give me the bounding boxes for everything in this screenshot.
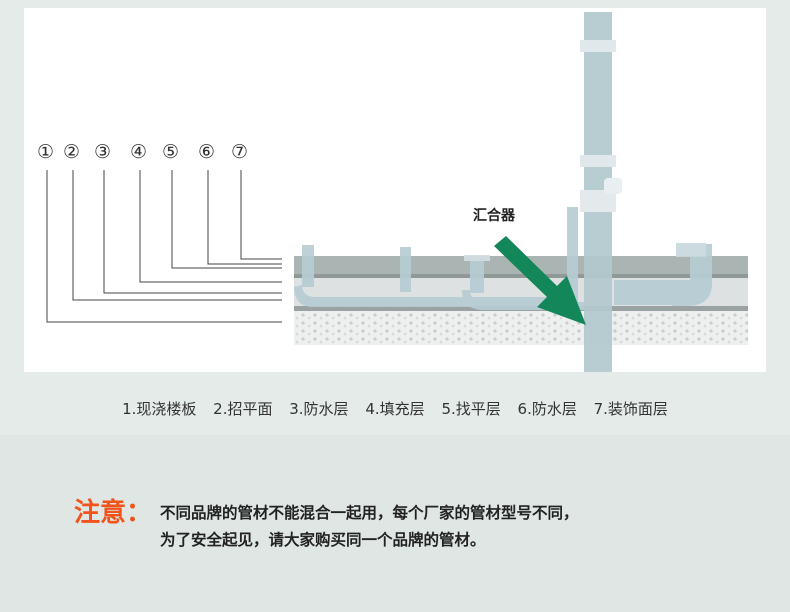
- notice-line-2: 为了安全起见，请大家购买同一个品牌的管材。: [160, 531, 486, 549]
- legend-item: 4.填充层: [365, 400, 425, 418]
- notice-text: 不同品牌的管材不能混合一起用，每个厂家的管材型号不同， 为了安全起见，请大家购买…: [160, 500, 790, 554]
- layer-number-4: ④: [130, 141, 147, 163]
- legend-item: 5.找平层: [441, 400, 501, 418]
- layer-numbers: ① ② ③ ④ ⑤ ⑥ ⑦: [37, 141, 248, 163]
- legend-item: 6.防水层: [517, 400, 577, 418]
- arrow-icon: [494, 236, 586, 325]
- layer-number-3: ③: [94, 141, 111, 163]
- layer-number-6: ⑥: [198, 141, 215, 163]
- legend-item: 1.现浇楼板: [122, 400, 197, 418]
- layer-number-1: ①: [37, 141, 54, 163]
- merger-label: 汇合器: [473, 207, 516, 224]
- floor-drainage-diagram: ① ② ③ ④ ⑤ ⑥ ⑦: [37, 12, 748, 372]
- legend-item: 3.防水层: [289, 400, 349, 418]
- legend-item: 7.装饰面层: [593, 400, 668, 418]
- layer-legend: 1.现浇楼板 2.招平面 3.防水层 4.填充层 5.找平层 6.防水层 7.装…: [0, 398, 790, 419]
- layer-number-2: ②: [63, 141, 80, 163]
- layer-number-7: ⑦: [231, 141, 248, 163]
- pipes: [294, 12, 712, 372]
- notice-label: 注意：: [74, 498, 153, 528]
- leader-lines: [46, 170, 282, 323]
- legend-item: 2.招平面: [213, 400, 273, 418]
- layer-number-5: ⑤: [162, 141, 179, 163]
- notice-line-1: 不同品牌的管材不能混合一起用，每个厂家的管材型号不同，: [160, 504, 579, 522]
